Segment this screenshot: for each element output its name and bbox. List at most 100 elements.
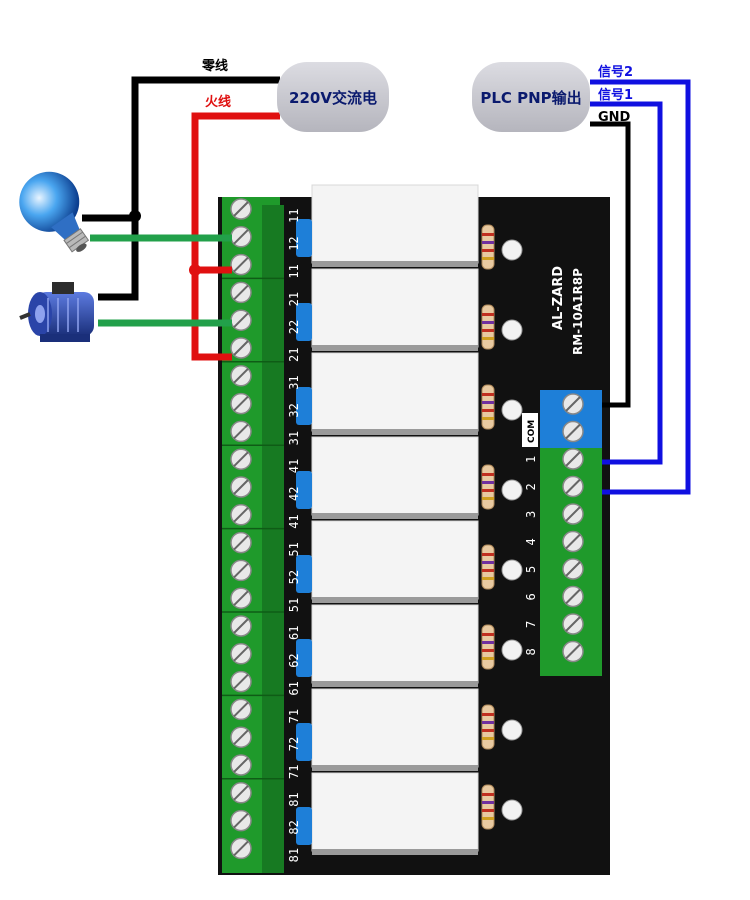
channel-number: 1 (524, 456, 538, 463)
output-terminal-block: 1112112122213132314142415152516162617172… (222, 197, 301, 873)
brand-label: AL-ZARD (551, 266, 566, 330)
terminal-number: 21 (287, 292, 301, 306)
relay-base (312, 345, 478, 351)
terminal-block-side (262, 205, 284, 873)
screw-slot (233, 312, 249, 328)
screw-slot (565, 643, 581, 660)
resistor (481, 784, 495, 830)
resistor-band (482, 241, 494, 244)
resistor-band (482, 233, 494, 236)
terminal-number: 61 (287, 626, 301, 640)
screw-slot (565, 478, 581, 495)
screw-slot (233, 534, 249, 551)
indicator-led (501, 239, 523, 261)
relay-base (312, 681, 478, 687)
plc-source-pill (472, 62, 590, 132)
screw-slot (565, 616, 581, 632)
indicator-led (501, 319, 523, 341)
resistor-band (482, 649, 494, 652)
indicator-components (481, 224, 523, 830)
screw-slot (233, 451, 249, 467)
screw-slot (565, 451, 581, 467)
channel-number: 7 (524, 621, 538, 628)
resistor-band (482, 313, 494, 316)
relay-module (311, 772, 479, 852)
relay-module (311, 268, 479, 348)
channel-number: 5 (524, 566, 538, 573)
resistor-band (482, 473, 494, 476)
relay-modules (296, 184, 479, 855)
screw-slot (565, 533, 581, 550)
resistor-band (482, 417, 494, 420)
terminal-number: 12 (287, 236, 301, 250)
relay-base (312, 849, 478, 855)
screw-slot (233, 229, 249, 245)
resistor (481, 624, 495, 670)
screw-slot (565, 588, 581, 605)
screw-slot (233, 840, 249, 857)
screw-slot (233, 729, 249, 745)
com-label-box (522, 413, 538, 447)
screw-slot (565, 396, 581, 412)
terminal-number: 11 (287, 264, 301, 278)
model-label: RM-10A1R8P (571, 268, 585, 355)
channel-number: 8 (524, 648, 538, 655)
resistor-band (482, 577, 494, 580)
terminal-number: 22 (287, 320, 301, 334)
resistor-band (482, 641, 494, 644)
channel-number: 2 (524, 483, 538, 490)
screw-slot (233, 562, 249, 579)
resistor-band (482, 737, 494, 740)
terminal-number: 81 (287, 848, 301, 862)
neutral-label: 零线 (201, 58, 228, 74)
terminal-number: 71 (287, 709, 301, 723)
relay-coil (296, 807, 312, 845)
indicator-led (501, 399, 523, 421)
resistor-band (482, 481, 494, 484)
relay-module (311, 688, 479, 768)
relay-base (312, 597, 478, 603)
screw-slot (233, 395, 249, 412)
screw-slot (233, 785, 249, 801)
signal1-label: 信号1 (598, 87, 633, 103)
screw-slot (233, 757, 249, 773)
terminal-number: 31 (287, 431, 301, 445)
terminal-number: 11 (287, 209, 301, 223)
relay-coil (296, 387, 312, 425)
terminal-number: 21 (287, 348, 301, 362)
terminal-number: 52 (287, 570, 301, 584)
resistor (481, 544, 495, 590)
com-label: COM (527, 420, 537, 443)
resistor-band (482, 809, 494, 812)
resistor-band (482, 409, 494, 412)
plc-source-label: PLC PNP输出 (480, 89, 581, 107)
resistor-band (482, 257, 494, 260)
resistor-band (482, 817, 494, 820)
screw-slot (565, 423, 581, 440)
terminal-number: 42 (287, 487, 301, 501)
terminal-number: 41 (287, 459, 301, 473)
screw-slot (233, 618, 249, 634)
gnd-label: GND (598, 110, 631, 125)
terminal-number: 72 (287, 737, 301, 751)
indicator-led (501, 799, 523, 821)
relay-base (312, 429, 478, 435)
resistor-band (482, 721, 494, 724)
resistor-band (482, 497, 494, 500)
indicator-led (501, 479, 523, 501)
relay-module (311, 352, 479, 432)
relay-coil (296, 303, 312, 341)
terminal-number: 61 (287, 681, 301, 695)
screw-slot (565, 561, 581, 577)
screw-slot (233, 340, 249, 356)
screw-slot (233, 590, 249, 606)
resistor-band (482, 393, 494, 396)
screw-slot (233, 507, 249, 523)
resistor-band (482, 561, 494, 564)
signal2-wire (590, 79, 691, 495)
terminal-number: 62 (287, 653, 301, 667)
screw-slot (565, 506, 581, 522)
power-source-label: 220V交流电 (289, 89, 377, 107)
terminal-number: 51 (287, 598, 301, 612)
